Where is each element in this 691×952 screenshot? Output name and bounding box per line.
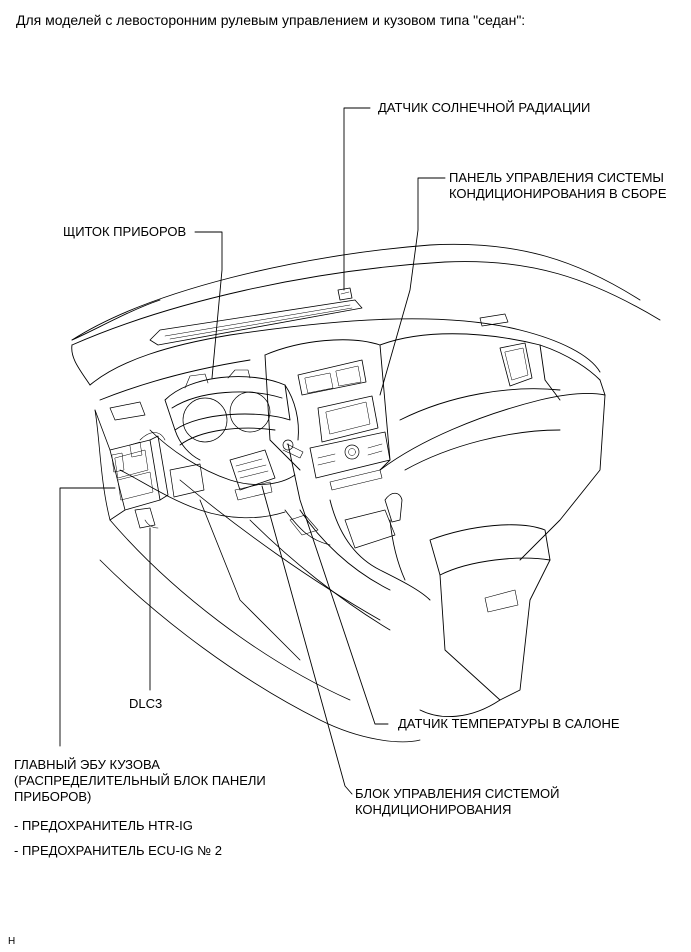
label-solar-sensor: ДАТЧИК СОЛНЕЧНОЙ РАДИАЦИИ [378,100,591,115]
leader-lines [59,107,446,795]
label-dlc3: DLC3 [129,696,163,711]
steering-column-art [119,429,304,519]
page-title: Для моделей с левосторонним рулевым упра… [16,12,526,28]
label-main-body-ecu-line3: ПРИБОРОВ) [14,789,92,804]
label-ac-panel-line1: ПАНЕЛЬ УПРАВЛЕНИЯ СИСТЕМЫ [449,170,664,185]
label-main-body-ecu-line2: (РАСПРЕДЕЛИТЕЛЬНЫЙ БЛОК ПАНЕЛИ [14,773,266,788]
center-console [264,339,551,718]
label-room-temp-sensor: ДАТЧИК ТЕМПЕРАТУРЫ В САЛОНЕ [398,716,620,731]
instrument-cluster-art [164,369,299,461]
solar-sensor-art [337,287,353,301]
label-instrument-cluster: ЩИТОК ПРИБОРОВ [63,224,187,239]
body-ecu-art [94,409,169,529]
figure-code: H [8,936,16,947]
dashboard-outline [71,243,661,561]
floor-lines [99,479,421,743]
label-ac-panel-line2: КОНДИЦИОНИРОВАНИЯ В СБОРЕ [449,186,667,201]
label-main-body-ecu-line1: ГЛАВНЫЙ ЭБУ КУЗОВА [14,757,160,772]
label-fuse-ecu: - ПРЕДОХРАНИТЕЛЬ ECU-IG № 2 [14,843,223,858]
label-ac-amplifier-line2: КОНДИЦИОНИРОВАНИЯ [355,802,512,817]
label-fuse-htr: - ПРЕДОХРАНИТЕЛЬ HTR-IG [14,818,193,833]
label-ac-amplifier-line1: БЛОК УПРАВЛЕНИЯ СИСТЕМОЙ [355,786,560,801]
